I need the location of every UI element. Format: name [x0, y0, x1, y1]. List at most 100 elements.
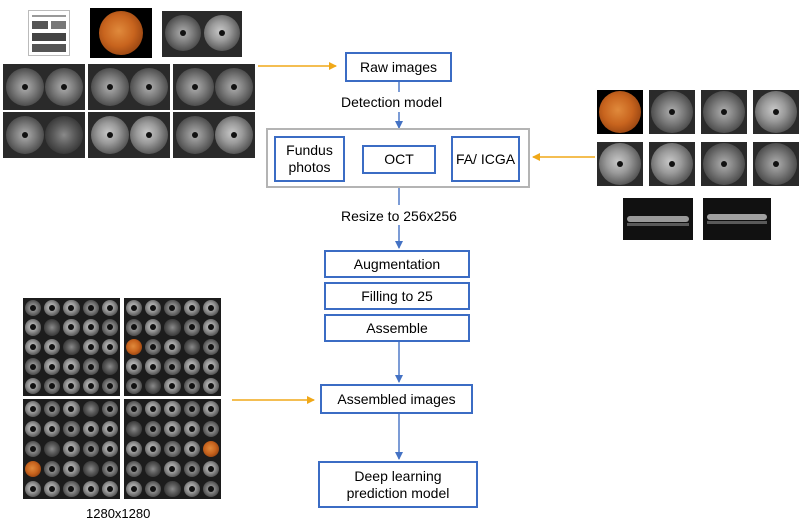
- mosaic-tile: [164, 440, 181, 458]
- mosaic-tile: [144, 400, 162, 418]
- mosaic-tile: [102, 460, 119, 478]
- mosaic-tile: [24, 319, 41, 336]
- mosaic-tile: [164, 299, 181, 316]
- mosaic-tile: [82, 378, 100, 395]
- fa-pair-thumbnail: [88, 112, 170, 158]
- mosaic-tile: [102, 358, 119, 375]
- mosaic-tile: [164, 378, 181, 395]
- mosaic-tile: [63, 319, 80, 336]
- oct-scan-thumbnail: [623, 198, 693, 240]
- mosaic-tile: [183, 460, 201, 478]
- mosaic-tile: [164, 319, 181, 336]
- mosaic-tile: [144, 480, 162, 498]
- mosaic-tile: [43, 460, 61, 478]
- mosaic-tile: [125, 460, 142, 478]
- mosaic-tile: [63, 299, 80, 316]
- mosaic-tile: [203, 338, 220, 356]
- mosaic-tile: [203, 460, 220, 478]
- fa-pair-thumbnail: [3, 112, 85, 158]
- mosaic-tile: [164, 338, 181, 356]
- mosaic-tile: [63, 440, 80, 458]
- mosaic-tile: [125, 400, 142, 418]
- mosaic-tile: [144, 358, 162, 375]
- raw-images-box: Raw images: [345, 52, 452, 82]
- mosaic-tile: [144, 420, 162, 438]
- mosaic-tile: [43, 338, 61, 356]
- fa-thumbnail: [701, 90, 747, 134]
- fundus-photos-box: Fundus photos: [274, 136, 345, 182]
- mosaic-tile: [82, 319, 100, 336]
- fa-icga-box: FA/ ICGA: [451, 136, 520, 182]
- mosaic-tile: [164, 400, 181, 418]
- resize-label: Resize to 256x256: [341, 208, 457, 224]
- fa-pair-thumbnail: [162, 11, 242, 57]
- fa-pair-thumbnail: [88, 64, 170, 110]
- mosaic-tile: [183, 378, 201, 395]
- mosaic-tile: [144, 440, 162, 458]
- mosaic-tile: [102, 299, 119, 316]
- mosaic-tile: [24, 338, 41, 356]
- mosaic-tile: [102, 440, 119, 458]
- mosaic-tile: [144, 338, 162, 356]
- mosaic-tile: [43, 420, 61, 438]
- mosaic-tile: [102, 400, 119, 418]
- mosaic-tile: [24, 358, 41, 375]
- fa-thumbnail: [753, 90, 799, 134]
- mosaic-tile: [82, 480, 100, 498]
- detected-images-thumbnails: [595, 88, 800, 243]
- mosaic-tile: [82, 299, 100, 316]
- mosaic-tile: [82, 420, 100, 438]
- oct-scan-thumbnail: [703, 198, 771, 240]
- color-fundus-thumbnail: [597, 90, 643, 134]
- prediction-model-box: Deep learning prediction model: [318, 461, 478, 508]
- mosaic-tile: [183, 400, 201, 418]
- mosaic-tile: [24, 299, 41, 316]
- assembled-images-box: Assembled images: [320, 384, 473, 414]
- mosaic-tile: [43, 319, 61, 336]
- mosaic-tile: [203, 440, 220, 458]
- mosaic-tile: [125, 338, 142, 356]
- mosaic-tile: [203, 358, 220, 375]
- mosaic-tile: [144, 378, 162, 395]
- mosaic-tile: [125, 378, 142, 395]
- mosaic-tile: [82, 358, 100, 375]
- mosaic-tile: [125, 319, 142, 336]
- color-fundus-thumbnail: [90, 8, 152, 58]
- mosaic-tile: [63, 358, 80, 375]
- fa-thumbnail: [649, 142, 695, 186]
- mosaic-tile: [24, 460, 41, 478]
- mosaic-tile: [102, 420, 119, 438]
- mosaic-tile: [24, 440, 41, 458]
- mosaic-tile: [24, 378, 41, 395]
- mosaic-tile: [203, 319, 220, 336]
- augmentation-box: Augmentation: [324, 250, 470, 278]
- fa-thumbnail: [597, 142, 643, 186]
- raw-images-thumbnails: [0, 0, 260, 165]
- mosaic-tile: [43, 440, 61, 458]
- mosaic-tile: [63, 480, 80, 498]
- mosaic-tile: [43, 299, 61, 316]
- mosaic-tile: [125, 420, 142, 438]
- mosaic-image: [124, 399, 221, 499]
- mosaic-tile: [164, 480, 181, 498]
- mosaic-tile: [102, 319, 119, 336]
- mosaic-tile: [203, 480, 220, 498]
- mosaic-tile: [183, 319, 201, 336]
- mosaic-tile: [164, 460, 181, 478]
- fa-thumbnail: [753, 142, 799, 186]
- mosaic-tile: [183, 299, 201, 316]
- mosaic-tile: [183, 358, 201, 375]
- mosaic-tile: [82, 400, 100, 418]
- mosaic-tile: [63, 338, 80, 356]
- mosaic-tile: [164, 358, 181, 375]
- mosaic-tile: [24, 480, 41, 498]
- mosaic-tile: [183, 420, 201, 438]
- mosaic-tile: [203, 420, 220, 438]
- mosaic-tile: [125, 480, 142, 498]
- mosaic-tile: [203, 299, 220, 316]
- mosaic-tile: [63, 400, 80, 418]
- filling-box: Filling to 25: [324, 282, 470, 310]
- fa-thumbnail: [701, 142, 747, 186]
- fa-thumbnail: [649, 90, 695, 134]
